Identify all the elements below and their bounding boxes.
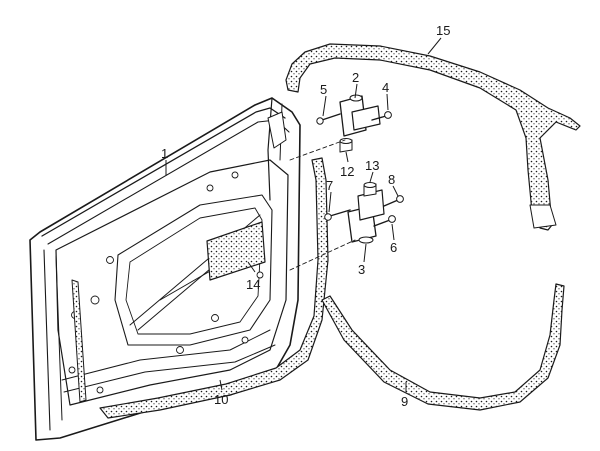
callout-1: 1 xyxy=(161,146,168,161)
callout-10: 10 xyxy=(214,392,228,407)
callout-15: 15 xyxy=(436,23,450,38)
callout-7: 7 xyxy=(326,178,333,193)
callout-13: 13 xyxy=(365,158,379,173)
callout-14: 14 xyxy=(246,277,260,292)
leader-lines xyxy=(165,37,442,392)
callout-9: 9 xyxy=(401,394,408,409)
callout-8: 8 xyxy=(388,172,395,187)
callout-6: 6 xyxy=(390,240,397,255)
callout-4: 4 xyxy=(382,80,389,95)
callout-labels: 1 2 3 4 5 6 7 8 9 10 12 13 14 15 xyxy=(161,23,450,409)
alignment-lines xyxy=(289,139,356,271)
upper-frame-seal xyxy=(285,43,581,231)
lower-body-seal xyxy=(321,283,565,411)
upper-hinge-assembly xyxy=(316,94,392,153)
callout-12: 12 xyxy=(340,164,354,179)
callout-5: 5 xyxy=(320,82,327,97)
lower-hinge-assembly xyxy=(324,182,404,244)
callout-2: 2 xyxy=(352,70,359,85)
callout-3: 3 xyxy=(358,262,365,277)
door-seal xyxy=(99,157,329,419)
